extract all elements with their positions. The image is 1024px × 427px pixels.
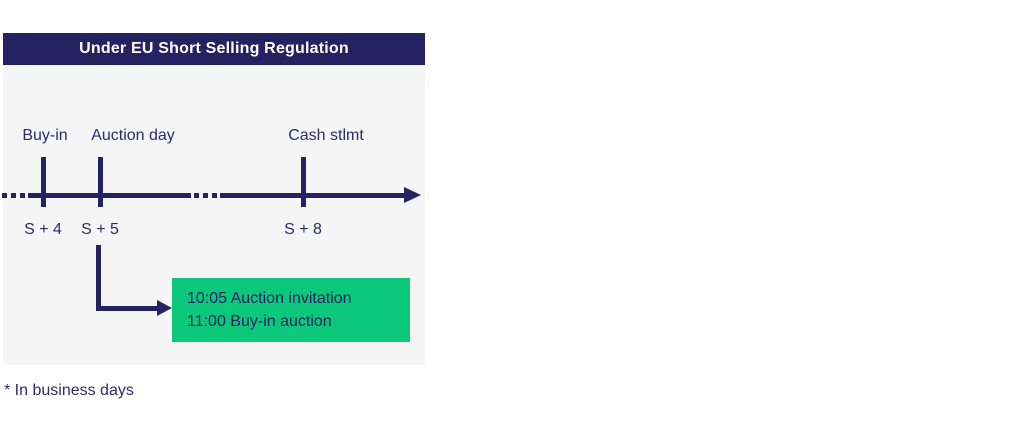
footnote-business-days: * In business days xyxy=(4,382,134,399)
diagram-title: Under EU Short Selling Regulation xyxy=(79,40,349,57)
timeline-dotted-segment-middle xyxy=(194,193,217,198)
timeline-arrowhead-icon xyxy=(404,187,421,203)
connector-vertical-line xyxy=(96,245,101,311)
milestone-label-cash-stlmt: Cash stlmt xyxy=(288,127,364,144)
callout-line-auction-invitation: 10:05 Auction invitation xyxy=(187,290,352,307)
day-label-s4: S + 4 xyxy=(24,221,62,238)
milestone-label-buy-in: Buy-in xyxy=(22,127,68,144)
connector-horizontal-line xyxy=(96,306,158,311)
day-label-s8: S + 8 xyxy=(284,221,322,238)
callout-line-buy-in-auction: 11:00 Buy-in auction xyxy=(187,313,332,330)
timeline-solid-segment-1 xyxy=(28,193,191,198)
day-label-s5: S + 5 xyxy=(81,221,119,238)
timeline-dotted-segment-left xyxy=(2,193,28,198)
tick-s4 xyxy=(41,157,46,207)
diagram-title-band: Under EU Short Selling Regulation xyxy=(3,33,425,65)
auction-times-callout: 10:05 Auction invitation 11:00 Buy-in au… xyxy=(172,278,410,342)
tick-s5 xyxy=(98,157,103,207)
connector-arrowhead-icon xyxy=(157,300,172,316)
milestone-label-auction-day: Auction day xyxy=(91,127,175,144)
timeline-solid-segment-2 xyxy=(220,193,406,198)
tick-s8 xyxy=(301,157,306,207)
